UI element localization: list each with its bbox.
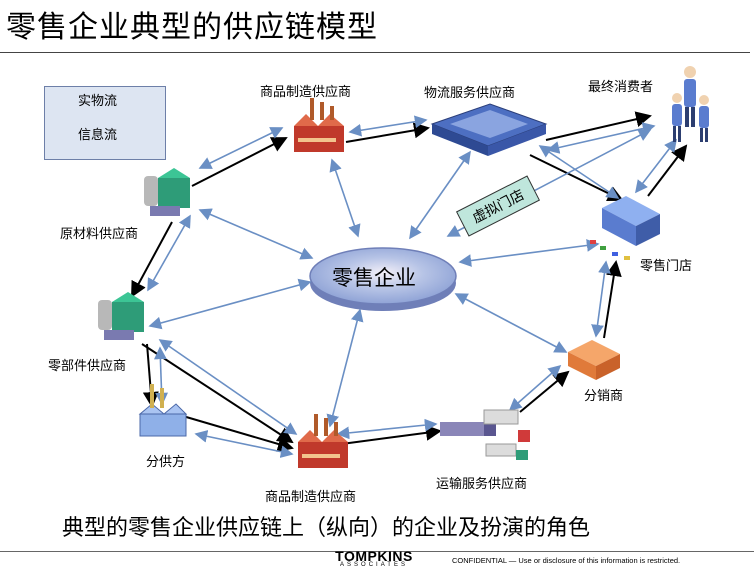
legend-box	[44, 86, 166, 160]
label-logistics: 物流服务供应商	[424, 86, 516, 101]
label-consumer: 最终消费者	[588, 80, 654, 95]
label-manufacturer-top: 商品制造供应商	[260, 85, 352, 100]
title-divider	[0, 52, 750, 53]
logo-sub: ASSOCIATES	[340, 562, 408, 568]
label-transport: 运输服务供应商	[436, 477, 528, 492]
label-manufacturer-bottom: 商品制造供应商	[265, 490, 357, 505]
label-subcontractor: 分供方	[146, 455, 186, 470]
transport-trucks-icon	[440, 409, 530, 460]
label-retail-store: 零售门店	[640, 259, 693, 274]
label-raw-material: 原材料供应商	[60, 227, 139, 242]
parts-warehouse-icon	[98, 292, 144, 340]
label-distributor: 分销商	[584, 389, 624, 404]
confidential-notice: CONFIDENTIAL — Use or disclosure of this…	[452, 556, 681, 565]
tompkins-logo: TOMPKINS ASSOCIATES	[322, 548, 426, 568]
distributor-icon	[568, 340, 620, 380]
logo-main: TOMPKINS	[335, 548, 413, 564]
raw-material-warehouse-icon	[144, 168, 190, 216]
logistics-center-icon	[430, 103, 548, 156]
legend-info-flow: 信息流	[78, 128, 118, 143]
caption: 典型的零售企业供应链上（纵向）的企业及扮演的角色	[62, 516, 591, 541]
factory-bottom-icon	[298, 414, 348, 468]
retail-enterprise-disc	[309, 247, 457, 311]
label-parts: 零部件供应商	[48, 359, 127, 374]
label-center: 零售企业	[332, 266, 416, 290]
factory-top-icon	[294, 98, 344, 152]
consumers-icon	[672, 66, 709, 142]
footer-divider	[0, 551, 754, 552]
retail-store-icon	[590, 196, 660, 260]
page-title: 零售企业典型的供应链模型	[6, 10, 378, 45]
subcontractor-factory-icon	[138, 384, 188, 437]
legend-material-flow: 实物流	[78, 94, 118, 109]
